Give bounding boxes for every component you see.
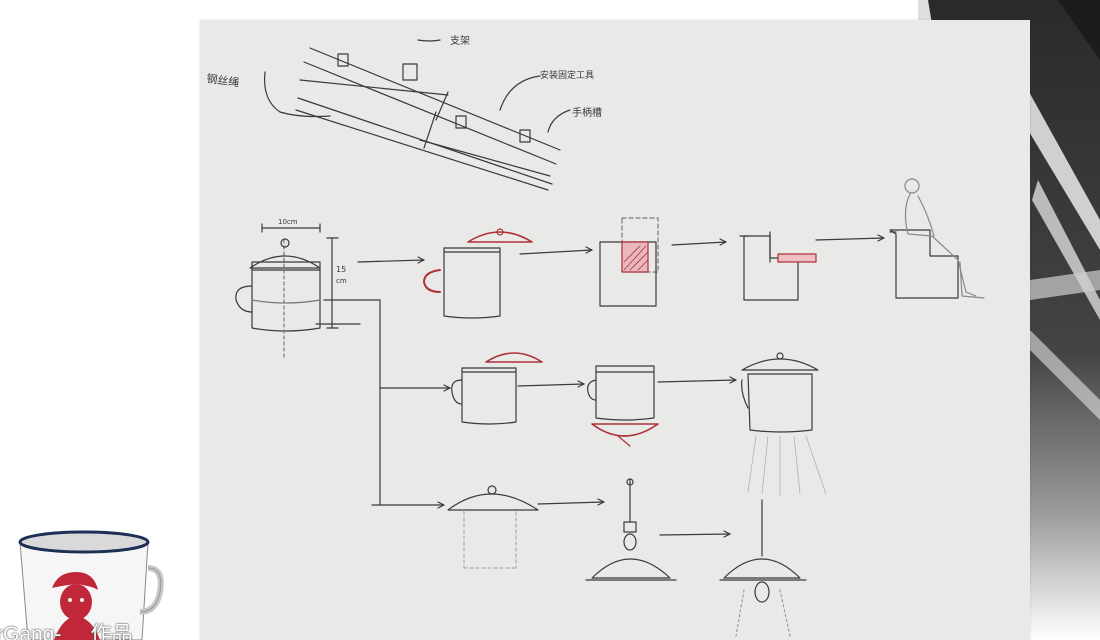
row1-cup-with-cutout	[599, 217, 659, 307]
height-dimension: 15	[336, 265, 346, 274]
row2-cup-with-red-lid	[451, 352, 543, 425]
watermark-text: rGang- 作品	[0, 616, 260, 640]
label-handle-slot: 手柄槽	[572, 106, 602, 119]
row2-cup-with-red-base	[587, 365, 659, 447]
row3-lid-sketch	[447, 485, 539, 569]
rail-detail-drawing	[263, 39, 571, 191]
watermark-label: rGang- 作品	[0, 623, 133, 640]
row1-stool-shape	[739, 231, 817, 301]
row1-stool-with-person	[889, 178, 985, 299]
row3-pendant-lamp	[585, 478, 677, 581]
label-bracket: 支架	[450, 35, 470, 47]
enamel-mug-photo	[18, 530, 164, 640]
height-unit: cm	[336, 277, 347, 285]
flow-to-row1	[357, 259, 425, 263]
row3-pendant-lamp-lit	[719, 499, 807, 637]
source-mug-drawing	[235, 223, 361, 361]
row2-lamp-shade	[741, 352, 827, 497]
label-steel-cable: 钢丝绳	[206, 71, 241, 89]
label-mount-tool: 安装固定工具	[540, 69, 594, 81]
row1-cup-with-red-lid	[423, 228, 533, 319]
width-dimension: 10cm	[278, 218, 298, 226]
flow-trunk	[323, 299, 381, 506]
